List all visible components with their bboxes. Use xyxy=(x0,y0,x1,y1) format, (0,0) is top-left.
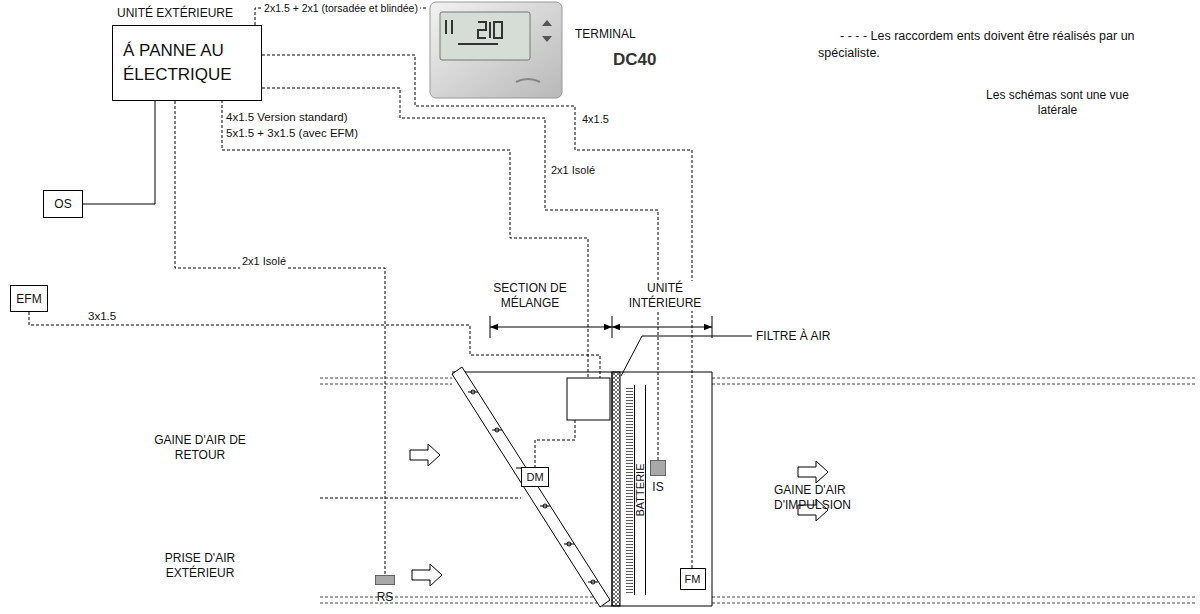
terminal-thermostat: TERMINALDC40 xyxy=(428,0,564,100)
wire-connector xyxy=(262,88,658,460)
duct-label: GAINE D'AIR D'IMPULSION xyxy=(774,483,884,513)
air-flow-arrow xyxy=(412,564,442,586)
air-filter xyxy=(612,372,620,606)
unit-heading: UNITÉ EXTÉRIEURE xyxy=(117,6,233,20)
sensor-name: IS xyxy=(652,480,663,494)
cable-spec: 2x1 Isolé xyxy=(549,163,597,178)
sensor-name: RS xyxy=(377,590,394,604)
damper-frame xyxy=(452,367,610,607)
brand-mark xyxy=(516,79,540,82)
duct-wall xyxy=(712,378,1195,384)
section-label: SECTION DE MÉLANGE xyxy=(475,281,585,311)
actuator-wire xyxy=(535,420,575,467)
terminal-label: TERMINAL xyxy=(575,27,636,41)
duct-wall xyxy=(320,597,600,603)
outdoor-unit-box: UNITÉ EXTÉRIEUREÁ PANNE AU ÉLECTRIQUE xyxy=(112,25,262,101)
damper-pivot xyxy=(471,390,475,394)
note: - - - - Les raccordem ents doivent être … xyxy=(818,28,1193,62)
meter-name: FM xyxy=(685,573,701,585)
cable-spec: 3x1.5 xyxy=(88,309,116,324)
flow-meter-box: FM xyxy=(680,568,706,590)
wire-connector xyxy=(175,101,385,575)
damper-actuator-box xyxy=(567,378,610,420)
coil-battery: BATTERIE xyxy=(634,385,646,595)
dimension-line xyxy=(612,327,712,328)
damper-pivot xyxy=(543,504,547,508)
cable-spec: 4x1.5 xyxy=(580,112,611,127)
coil-fins xyxy=(626,388,633,593)
cable-spec: 2x1 Isolé xyxy=(240,254,288,269)
sensor-probe: IS xyxy=(650,460,666,476)
mixing-wire xyxy=(222,100,588,378)
duct-label: PRISE D'AIR EXTÉRIEUR xyxy=(140,551,260,581)
cable-spec: 2x1.5 + 2x1 (torsadée et blindée) xyxy=(262,1,420,16)
damper-pivot xyxy=(495,428,499,432)
damper-blade xyxy=(468,392,598,582)
wire-connector xyxy=(83,101,155,204)
sensor-box: EFM xyxy=(10,285,48,312)
thermostat-display xyxy=(440,12,530,60)
note: Les schémas sont une vue latérale xyxy=(985,88,1130,118)
part-label: FILTRE À AIR xyxy=(756,329,830,344)
sensor-name: OS xyxy=(54,197,71,211)
coil-name: BATTERIE xyxy=(634,464,646,517)
thermostat-button xyxy=(542,20,552,42)
dimension-tick xyxy=(490,316,712,338)
thermostat-body xyxy=(430,2,562,98)
cable-spec: 5x1.5 + 3x1.5 (avec EFM) xyxy=(226,126,358,141)
sensor-probe: RS xyxy=(375,575,395,585)
duct-wall xyxy=(712,597,1195,603)
duct-wall xyxy=(320,378,452,384)
thermostat-illustration xyxy=(428,0,564,100)
motor-name: DM xyxy=(526,471,543,483)
air-flow-arrow xyxy=(410,444,440,466)
sensor-box: OS xyxy=(43,190,83,218)
leader-line xyxy=(621,336,752,376)
dimension-line xyxy=(490,327,612,328)
damper-motor-box: DM xyxy=(521,467,549,487)
unit-name: Á PANNE AU ÉLECTRIQUE xyxy=(113,27,261,99)
duct-divider xyxy=(320,498,521,499)
display-segments xyxy=(446,20,502,44)
duct-label: GAINE D'AIR DE RETOUR xyxy=(140,433,260,463)
damper-pivot xyxy=(591,580,595,584)
damper-pivot xyxy=(567,542,571,546)
model-name: DC40 xyxy=(613,50,656,70)
cable-spec: 4x1.5 Version standard) xyxy=(226,110,347,125)
air-flow-arrow xyxy=(798,461,828,483)
sensor-name: EFM xyxy=(16,292,41,306)
section-label: UNITÉ INTÉRIEURE xyxy=(618,281,712,311)
